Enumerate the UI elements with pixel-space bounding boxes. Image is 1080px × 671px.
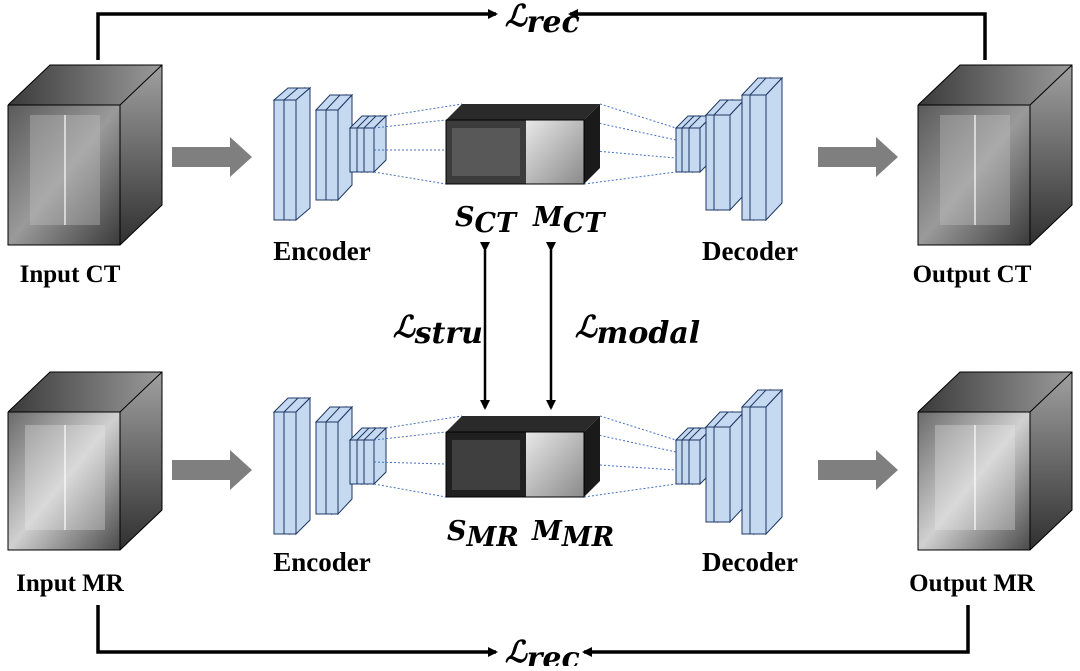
label-decoder-top: Decoder <box>702 236 798 266</box>
connectors-top <box>373 103 677 185</box>
output-ct-volume <box>917 64 1073 246</box>
loss-rec-top: ℒrec <box>505 0 580 40</box>
label-encoder-top: Encoder <box>273 236 371 266</box>
output-mr-volume <box>917 371 1073 551</box>
latent-s-ct: SCT <box>455 202 518 239</box>
loss-rec-bottom: ℒrec <box>505 635 580 666</box>
rec-loop-bottom <box>96 605 970 657</box>
flow-arrow-input-mr <box>172 450 252 490</box>
input-ct-volume <box>7 64 163 246</box>
latent-block-top <box>445 104 600 185</box>
decoder-top <box>674 76 784 222</box>
label-input-ct: Input CT <box>20 261 121 288</box>
rec-loop-top <box>96 9 987 60</box>
latent-m-ct: MCT <box>532 202 606 239</box>
connectors-bottom <box>373 415 677 498</box>
latent-s-mr: SMR <box>447 516 519 553</box>
loss-modal: ℒmodal <box>575 310 700 351</box>
decoder-bottom <box>674 388 784 536</box>
label-output-mr: Output MR <box>909 570 1036 597</box>
latent-m-mr: MMR <box>531 516 614 553</box>
encoder-top <box>272 86 388 222</box>
label-output-ct: Output CT <box>913 261 1032 288</box>
flow-arrow-input-ct <box>172 137 252 177</box>
flow-arrow-output-mr <box>818 450 898 490</box>
latent-block-bottom <box>445 416 600 498</box>
input-mr-volume <box>7 371 163 551</box>
label-input-mr: Input MR <box>16 570 125 597</box>
flow-arrow-output-ct <box>818 137 898 177</box>
encoder-bottom <box>272 396 388 536</box>
label-encoder-bottom: Encoder <box>273 547 371 577</box>
loss-stru: ℒstru <box>393 310 483 351</box>
label-decoder-bottom: Decoder <box>702 547 798 577</box>
